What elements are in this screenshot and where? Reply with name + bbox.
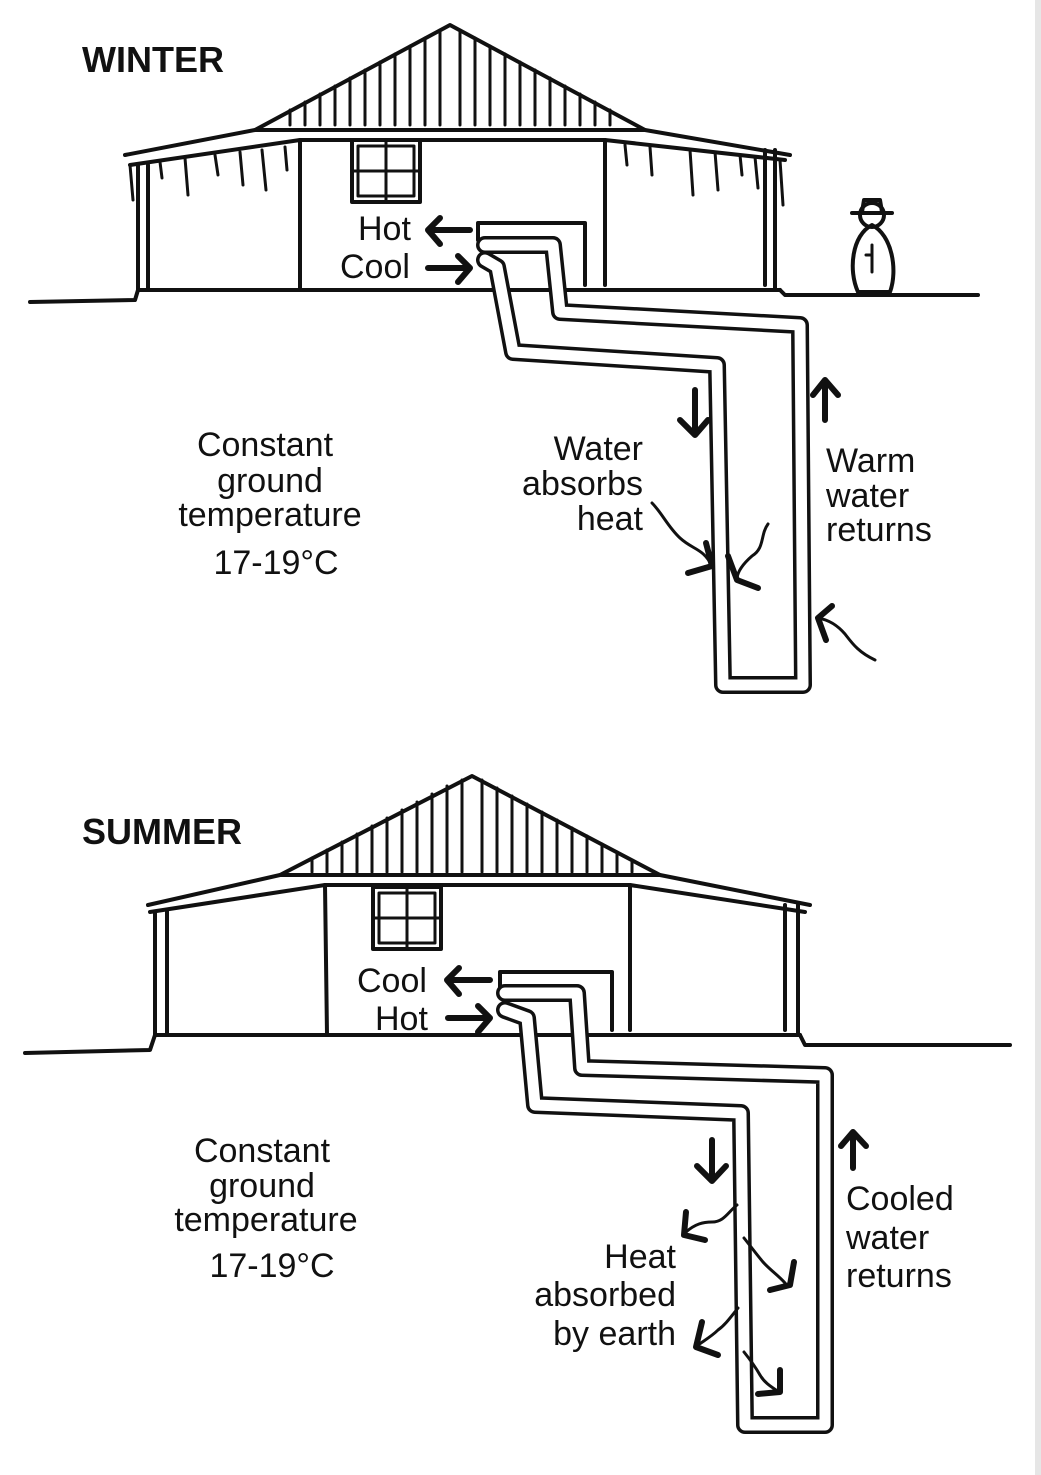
winter-ground-line xyxy=(28,288,980,304)
winter-heat-arrow-1 xyxy=(685,540,715,576)
winter-heat-squiggle-1 xyxy=(650,501,714,568)
snowman-icon xyxy=(850,198,896,294)
summer-walls xyxy=(153,883,800,1037)
winter-cool-label: Cool xyxy=(340,248,410,286)
winter-eaves xyxy=(123,128,792,157)
summer-up-arrow xyxy=(838,1129,869,1171)
winter-hot-arrow xyxy=(425,215,473,247)
summer-eaves xyxy=(146,873,812,907)
winter-ground-temp-text: Constant ground temperature 17-19°C xyxy=(178,426,361,582)
winter-hot-label: Hot xyxy=(358,210,411,248)
winter-ground-line-3: temperature xyxy=(178,496,361,534)
winter-heat-arrow-2 xyxy=(725,553,761,591)
summer-right-pipe-label: Cooled water returns xyxy=(845,1180,954,1295)
summer-ground-line-2: ground xyxy=(209,1167,315,1205)
summer-heat-arrow-4 xyxy=(755,1367,783,1397)
summer-house xyxy=(146,774,812,1037)
summer-hot-label: Hot xyxy=(375,1000,428,1038)
winter-icicles xyxy=(128,143,785,207)
winter-gable xyxy=(253,23,647,132)
summer-panel: SUMMER Cool Hot xyxy=(23,774,1012,1434)
summer-left-label-line-2: absorbed xyxy=(534,1276,676,1314)
summer-ground-line-1: Constant xyxy=(194,1132,331,1170)
winter-right-label-line-3: returns xyxy=(826,511,932,549)
summer-indoor-unit xyxy=(498,970,614,1032)
summer-heat-squiggle-1 xyxy=(684,1203,739,1234)
summer-ground-line xyxy=(23,1033,1012,1055)
summer-heat-squiggle-4 xyxy=(742,1350,778,1392)
winter-heat-squiggle-3 xyxy=(816,616,877,662)
summer-left-pipe-label: Heat absorbed by earth xyxy=(534,1238,676,1353)
summer-ground-loop-pipe xyxy=(496,984,834,1434)
winter-left-label-line-3: heat xyxy=(577,500,644,538)
winter-gable-hatching xyxy=(288,28,612,127)
winter-right-label-line-1: Warm xyxy=(826,442,915,480)
winter-left-label-line-2: absorbs xyxy=(522,465,643,503)
summer-right-label-line-2: water xyxy=(845,1219,929,1257)
winter-title: WINTER xyxy=(82,39,224,80)
summer-right-label-line-3: returns xyxy=(846,1257,952,1295)
winter-right-pipe-label: Warm water returns xyxy=(825,442,932,549)
summer-heat-arrow-1 xyxy=(681,1209,708,1243)
winter-ground-line-4: 17-19°C xyxy=(213,544,338,582)
summer-ground-temp-text: Constant ground temperature 17-19°C xyxy=(174,1132,357,1285)
winter-up-arrow xyxy=(810,377,841,423)
summer-cool-label: Cool xyxy=(357,962,427,1000)
summer-left-label-line-3: by earth xyxy=(553,1315,676,1353)
summer-heat-arrow-3 xyxy=(693,1319,721,1358)
winter-left-label-line-1: Water xyxy=(554,430,643,468)
summer-heat-squiggle-2 xyxy=(742,1236,787,1285)
winter-house xyxy=(123,23,792,292)
winter-cool-arrow xyxy=(425,253,473,285)
summer-title: SUMMER xyxy=(82,811,242,852)
summer-eaves-under xyxy=(148,883,807,914)
winter-window-panes xyxy=(350,138,422,204)
summer-down-arrow xyxy=(694,1137,729,1184)
winter-indoor-unit xyxy=(476,221,587,287)
summer-gable-hatching xyxy=(310,778,634,874)
winter-right-label-line-2: water xyxy=(825,477,909,515)
winter-left-pipe-label: Water absorbs heat xyxy=(522,430,644,538)
summer-ground-line-3: temperature xyxy=(174,1201,357,1239)
summer-right-label-line-1: Cooled xyxy=(846,1180,954,1218)
winter-panel: WINTER xyxy=(28,23,980,694)
summer-heat-squiggle-3 xyxy=(696,1306,740,1347)
page-edge-strip xyxy=(1035,0,1041,1475)
summer-cool-arrow xyxy=(444,965,493,997)
summer-left-label-line-1: Heat xyxy=(604,1238,676,1276)
winter-down-arrow xyxy=(677,387,711,438)
winter-heat-arrow-3 xyxy=(815,603,835,643)
summer-heat-arrow-2 xyxy=(767,1259,797,1293)
winter-ground-line-2: ground xyxy=(217,462,323,500)
summer-ground-line-4: 17-19°C xyxy=(209,1247,334,1285)
summer-hot-arrow xyxy=(445,1003,493,1035)
winter-heat-squiggle-2 xyxy=(735,522,770,580)
winter-eaves-under xyxy=(128,138,787,167)
winter-ground-line-1: Constant xyxy=(197,426,334,464)
summer-window-panes xyxy=(371,885,443,951)
winter-walls xyxy=(136,138,777,292)
